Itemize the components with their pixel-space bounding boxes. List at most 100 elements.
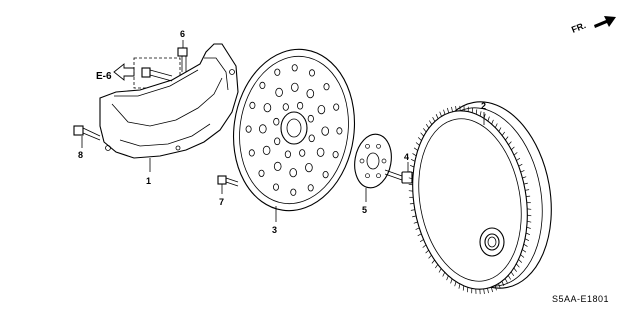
gear-tooth — [508, 141, 512, 146]
gear-tooth — [494, 123, 498, 128]
gear-tooth — [420, 132, 424, 137]
gear-tooth — [523, 182, 528, 185]
gear-tooth — [498, 127, 502, 132]
plate-hole — [336, 127, 343, 135]
plate-hole — [333, 103, 340, 111]
plate-hole — [321, 126, 330, 136]
gear-tooth — [435, 114, 439, 119]
gear-tooth — [412, 215, 417, 218]
part-3-drive-plate: 3 — [232, 48, 356, 235]
gear-tooth — [412, 153, 417, 157]
gear-tooth — [462, 285, 465, 291]
washer-plate-holes — [359, 143, 387, 179]
part-7-number: 7 — [219, 197, 224, 207]
gear-tooth — [439, 111, 442, 117]
plate-hole — [284, 150, 291, 159]
gear-tooth — [501, 131, 505, 136]
diagram-code: S5AA-E1801 — [552, 294, 609, 304]
gear-tooth — [491, 119, 494, 125]
plate-hole — [259, 81, 266, 90]
gear-tooth — [522, 249, 527, 253]
plate-hole — [262, 145, 271, 155]
gear-tooth — [520, 254, 525, 258]
plate-hole — [291, 64, 298, 72]
plate-hole — [245, 125, 252, 133]
plate-hole — [282, 103, 289, 111]
gear-tooth — [454, 281, 457, 287]
part-6-number: 6 — [180, 29, 185, 39]
part-1-number: 1 — [146, 176, 151, 186]
callout-arrow-icon — [113, 63, 135, 81]
part-4-number: 4 — [404, 152, 409, 162]
gear-tooth — [432, 117, 436, 122]
part-6-bolt: 6 — [177, 29, 188, 72]
plate-hole — [248, 149, 255, 157]
washer-hole — [376, 173, 381, 179]
gear-tooth — [438, 268, 442, 273]
direction-label: FR. — [570, 20, 587, 35]
part-7-bolt: 7 — [217, 175, 239, 207]
plate-hole — [273, 161, 282, 171]
part-5-washer-plate: 5 — [354, 133, 392, 215]
gear-tooth — [524, 238, 530, 242]
gear-tooth — [450, 278, 453, 284]
gear-tooth — [443, 109, 446, 115]
plate-hole — [316, 147, 325, 157]
gear-tooth — [520, 170, 525, 173]
plate-hole — [322, 171, 329, 179]
gear-tooth — [505, 136, 509, 141]
gear-tooth — [442, 272, 446, 277]
part-3-number: 3 — [272, 225, 277, 235]
gear-tooth — [507, 275, 511, 280]
gear-tooth — [417, 137, 422, 141]
gear-tooth — [431, 259, 435, 264]
washer-hole — [359, 158, 365, 164]
plate-hole — [263, 103, 272, 113]
plate-hole — [290, 82, 299, 92]
plate-hole — [258, 169, 265, 177]
part-1-shield: 1 — [99, 43, 239, 186]
gear-tooth — [516, 263, 520, 268]
plate-hole — [307, 184, 314, 192]
gear-tooth — [455, 106, 457, 112]
washer-hole — [365, 143, 370, 149]
plate-hole — [272, 183, 279, 191]
washer-hole — [381, 158, 387, 164]
plate-hole — [273, 117, 280, 126]
plate-hole — [323, 83, 330, 91]
gear-tooth — [490, 287, 493, 293]
gear-tooth — [483, 288, 485, 294]
gear-tooth — [510, 271, 515, 276]
direction-arrow-icon — [594, 16, 616, 28]
gear-tooth — [447, 107, 450, 113]
gear-tooth — [410, 158, 416, 162]
part-8-number: 8 — [78, 150, 83, 160]
drive-plate-holes — [245, 64, 343, 196]
gear-tooth — [479, 111, 482, 117]
gear-tooth — [415, 142, 420, 146]
part-2-torque-converter: 2 — [408, 101, 552, 295]
front-direction-indicator: FR. — [570, 16, 616, 35]
gear-tooth — [523, 243, 528, 247]
plate-hole — [249, 101, 256, 110]
plate-hole — [332, 151, 339, 159]
part-8-bolt: 8 — [73, 125, 101, 160]
part-5-number: 5 — [362, 205, 367, 215]
gear-tooth — [410, 209, 415, 211]
gear-tooth — [429, 120, 433, 125]
gear-tooth — [487, 116, 490, 122]
plate-hole — [275, 87, 283, 98]
gear-tooth — [501, 281, 505, 286]
gear-tooth — [522, 176, 527, 179]
plate-hole — [274, 68, 281, 76]
plate-hole — [308, 134, 315, 143]
gear-tooth — [413, 147, 418, 151]
gear-tooth — [498, 283, 501, 289]
reference-callout[interactable]: E-6 — [96, 57, 181, 89]
gear-tooth — [413, 221, 418, 224]
plate-hole — [306, 89, 315, 99]
gear-tooth — [513, 267, 517, 272]
gear-tooth — [494, 285, 497, 291]
plate-hole — [290, 188, 297, 196]
